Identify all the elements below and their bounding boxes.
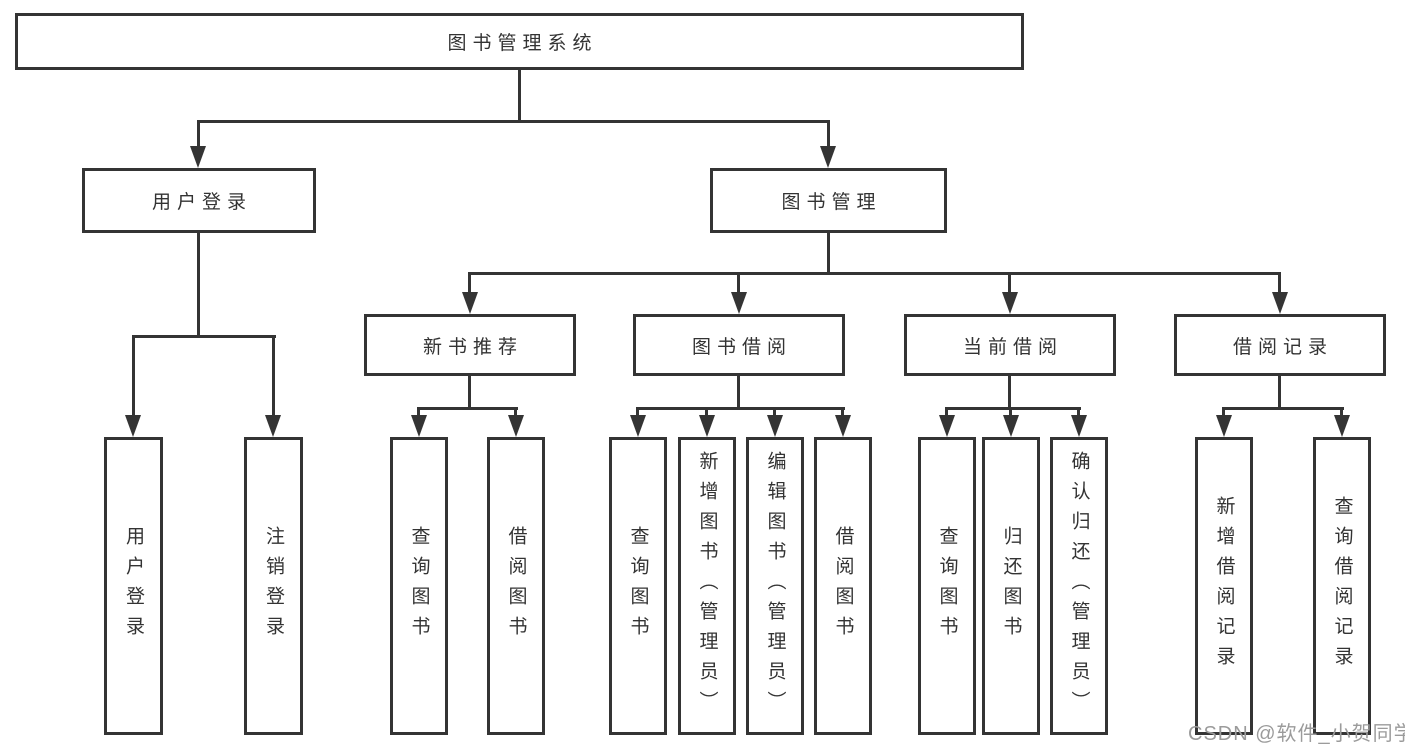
arrow-to-borrow-borrow <box>835 415 851 437</box>
leaf-recommend-borrow-books: 借阅图书 <box>487 437 545 735</box>
connector-recommend-hline <box>417 407 518 410</box>
connector-book-mgmt-drop-2 <box>737 274 740 294</box>
node-borrow-records: 借阅记录 <box>1174 314 1386 376</box>
connector-borrow-stem <box>737 376 740 409</box>
connector-borrow-drop-3 <box>773 409 776 417</box>
leaf-current-query-books-label: 查询图书 <box>936 526 958 646</box>
arrow-to-book-management <box>820 146 836 168</box>
node-book-borrow: 图书借阅 <box>633 314 845 376</box>
connector-borrow-drop-2 <box>705 409 708 417</box>
connector-borrow-drop-4 <box>841 409 844 417</box>
leaf-current-return-books-label: 归还图书 <box>1000 526 1022 646</box>
node-new-book-recommend: 新书推荐 <box>364 314 576 376</box>
leaf-current-return-books: 归还图书 <box>982 437 1040 735</box>
arrow-to-current-borrow <box>1002 292 1018 314</box>
leaf-records-query-record-label: 查询借阅记录 <box>1331 496 1353 676</box>
arrow-to-records-add <box>1216 415 1232 437</box>
connector-records-stem <box>1278 376 1281 409</box>
leaf-borrow-edit-books-admin-label: 编辑图书（管理员） <box>764 451 786 721</box>
connector-book-mgmt-stem <box>827 233 830 274</box>
node-book-management: 图书管理 <box>710 168 947 233</box>
connector-current-drop-2 <box>1009 409 1012 417</box>
connector-user-login-hline <box>132 335 276 338</box>
leaf-current-query-books: 查询图书 <box>918 437 976 735</box>
connector-recommend-stem <box>468 376 471 409</box>
leaf-recommend-query-books: 查询图书 <box>390 437 448 735</box>
leaf-borrow-add-books-admin: 新增图书（管理员） <box>678 437 736 735</box>
leaf-borrow-borrow-books-label: 借阅图书 <box>832 526 854 646</box>
connector-root-drop-right <box>827 121 830 150</box>
arrow-to-user-login <box>190 146 206 168</box>
arrow-to-borrow-edit <box>767 415 783 437</box>
arrow-to-current-confirm <box>1071 415 1087 437</box>
node-user-login: 用户登录 <box>82 168 316 233</box>
arrow-to-book-borrow <box>731 292 747 314</box>
arrow-to-current-return <box>1003 415 1019 437</box>
leaf-user-login-label: 用户登录 <box>123 526 144 646</box>
connector-records-drop-1 <box>1222 409 1225 417</box>
arrow-to-borrow-records <box>1272 292 1288 314</box>
leaf-records-query-record: 查询借阅记录 <box>1313 437 1371 735</box>
connector-root-stem <box>518 67 521 123</box>
leaf-current-confirm-return-admin: 确认归还（管理员） <box>1050 437 1108 735</box>
connector-recommend-drop-1 <box>417 409 420 417</box>
connector-book-mgmt-drop-4 <box>1278 274 1281 294</box>
leaf-user-login: 用户登录 <box>104 437 163 735</box>
leaf-current-confirm-return-admin-label: 确认归还（管理员） <box>1068 451 1090 721</box>
connector-recommend-drop-2 <box>514 409 517 417</box>
connector-user-login-stem <box>197 233 200 337</box>
connector-records-drop-2 <box>1340 409 1343 417</box>
connector-borrow-hline <box>636 407 845 410</box>
connector-book-mgmt-drop-1 <box>468 274 471 294</box>
csdn-watermark: CSDN @软件_小贺同学 <box>1188 723 1405 745</box>
connector-book-mgmt-hline <box>468 272 1281 275</box>
arrow-to-borrow-add <box>699 415 715 437</box>
connector-current-drop-3 <box>1077 409 1080 417</box>
arrow-to-leaf-logout <box>265 415 281 437</box>
leaf-borrow-add-books-admin-label: 新增图书（管理员） <box>696 451 718 721</box>
leaf-borrow-query-books: 查询图书 <box>609 437 667 735</box>
node-library-management-system: 图书管理系统 <box>15 13 1024 70</box>
connector-current-drop-1 <box>945 409 948 417</box>
connector-current-hline <box>945 407 1081 410</box>
leaf-records-add-record-label: 新增借阅记录 <box>1213 496 1235 676</box>
connector-root-drop-left <box>197 121 200 150</box>
leaf-borrow-query-books-label: 查询图书 <box>627 526 649 646</box>
leaf-borrow-borrow-books: 借阅图书 <box>814 437 872 735</box>
connector-book-mgmt-drop-3 <box>1008 274 1011 294</box>
arrow-to-current-query <box>939 415 955 437</box>
arrow-to-new-book-recommend <box>462 292 478 314</box>
leaf-logout: 注销登录 <box>244 437 303 735</box>
leaf-logout-label: 注销登录 <box>263 526 284 646</box>
arrow-to-recommend-query <box>411 415 427 437</box>
arrow-to-borrow-query <box>630 415 646 437</box>
arrow-to-leaf-user-login <box>125 415 141 437</box>
arrow-to-recommend-borrow <box>508 415 524 437</box>
connector-records-hline <box>1222 407 1344 410</box>
leaf-recommend-query-books-label: 查询图书 <box>408 526 430 646</box>
leaf-borrow-edit-books-admin: 编辑图书（管理员） <box>746 437 804 735</box>
connector-user-login-drop-2 <box>272 337 275 417</box>
arrow-to-records-query <box>1334 415 1350 437</box>
connector-root-hline <box>197 120 830 123</box>
connector-current-stem <box>1008 376 1011 409</box>
connector-borrow-drop-1 <box>636 409 639 417</box>
connector-user-login-drop-1 <box>132 337 135 417</box>
node-current-borrow: 当前借阅 <box>904 314 1116 376</box>
leaf-records-add-record: 新增借阅记录 <box>1195 437 1253 735</box>
leaf-recommend-borrow-books-label: 借阅图书 <box>505 526 527 646</box>
